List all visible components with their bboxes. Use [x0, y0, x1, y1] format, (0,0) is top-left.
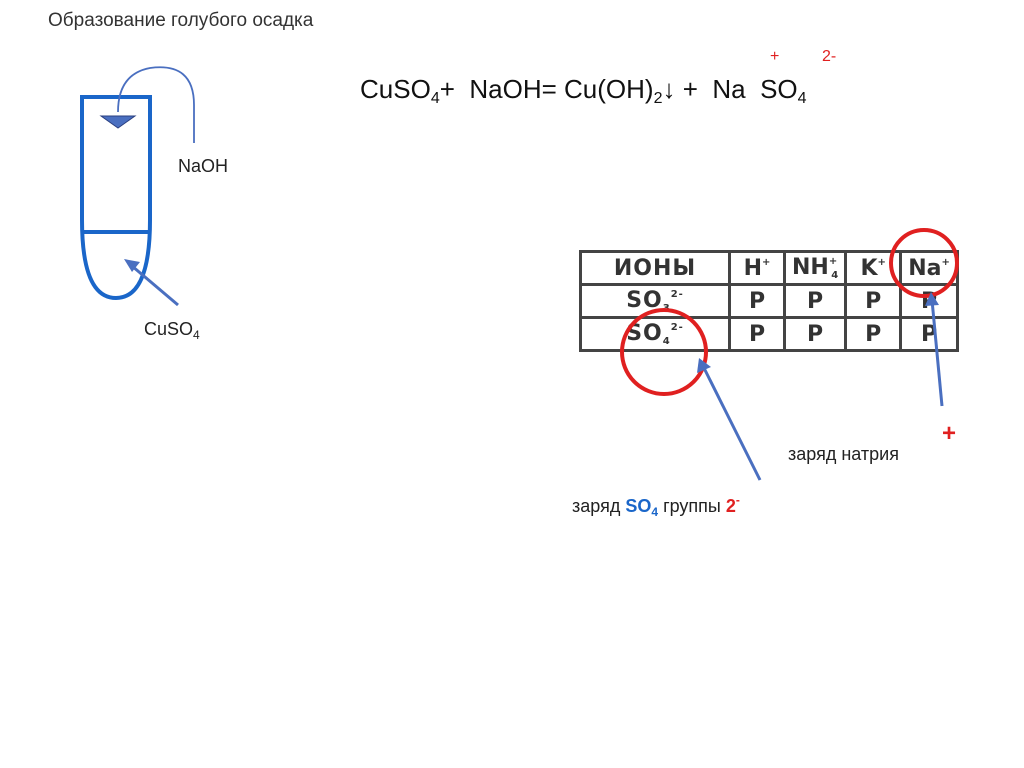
table-cell: P	[899, 316, 959, 352]
drop-icon	[99, 115, 137, 129]
dropper-line	[117, 66, 195, 143]
table-cell: P	[782, 316, 848, 352]
sulfate-group-label: SO4	[625, 496, 659, 519]
arrow-head-icon	[697, 358, 711, 373]
arrow-head-icon	[124, 259, 140, 272]
plus-sign: +	[682, 74, 698, 104]
sulfate-charge-caption: заряд SO4 группы 2-	[572, 493, 740, 519]
table-cell: P	[844, 283, 903, 319]
sodium-charge: +	[770, 48, 780, 65]
test-tube	[80, 95, 152, 301]
sulfate-charge: 2-	[822, 48, 837, 65]
product-cuoh2: Cu(OH)2	[564, 74, 663, 107]
product-na: Na	[712, 74, 746, 104]
ion-so3: SO32-	[579, 283, 731, 319]
plus-sign: +	[439, 74, 455, 104]
header-ions: ИОНЫ	[579, 250, 731, 286]
sodium-charge-sign: +	[942, 420, 957, 447]
page-title: Образование голубого осадка	[48, 10, 314, 31]
header-h: H+	[728, 250, 786, 286]
sulfate-pointer-arrow	[701, 365, 762, 481]
sulfate-highlight-circle	[620, 308, 708, 396]
table-cell: P	[728, 283, 786, 319]
table-header-row: ИОНЫ H+ NH+4 K+ Na+	[579, 250, 959, 286]
table-cell: P	[782, 283, 848, 319]
sodium-charge-caption: заряд натрия	[788, 444, 899, 464]
cuso4-pointer-arrow	[131, 264, 179, 307]
cuso4-label: CuSO4	[144, 319, 200, 342]
table-cell: P	[728, 316, 786, 352]
sulfate-charge-value: 2-	[725, 493, 740, 516]
arrow-head-icon	[925, 292, 939, 306]
reactant-naoh: NaOH=	[469, 74, 557, 104]
sodium-pointer-arrow	[930, 299, 944, 407]
naoh-label: NaOH	[178, 156, 229, 176]
sodium-highlight-circle	[889, 228, 959, 298]
table-cell: P	[844, 316, 903, 352]
precipitate-arrow: ↓	[662, 74, 676, 104]
product-so4: SO4	[760, 74, 807, 107]
reaction-equation: CuSO4+ NaOH= Cu(OH)2↓ + Na SO4	[360, 74, 807, 108]
header-nh4: NH+4	[782, 250, 848, 286]
reactant-cuso4: CuSO4	[360, 74, 440, 107]
solubility-table: ИОНЫ H+ NH+4 K+ Na+ SO32- P P P P SO42- …	[579, 250, 959, 352]
